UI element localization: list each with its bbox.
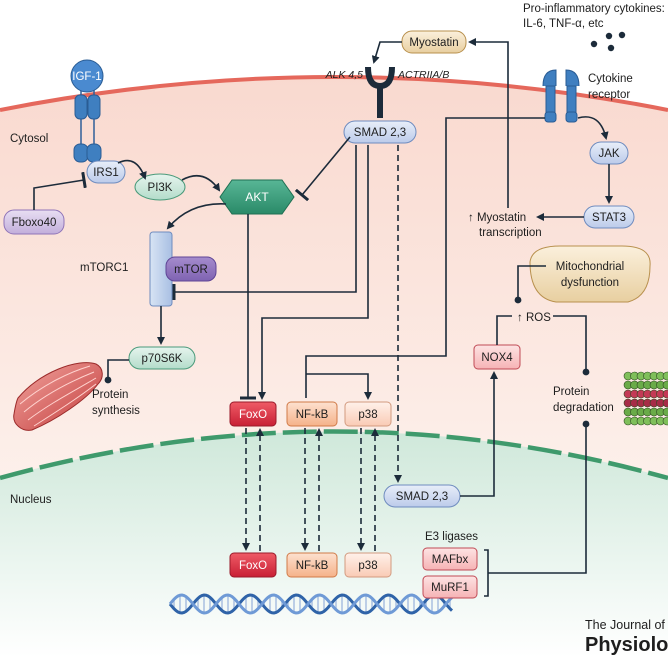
dna-helix	[168, 593, 454, 615]
mtorc1-complex: mTORC1	[80, 231, 173, 307]
pi3k-node: PI3K	[134, 173, 186, 201]
protein-degradation-label: Protein degradation	[553, 386, 614, 414]
nucleus-label: Nucleus	[10, 494, 52, 506]
edge-e3-degradation	[488, 420, 590, 574]
ros-label: ↑ ROS	[517, 312, 551, 324]
fboxo40-label: Fboxo40	[12, 217, 57, 229]
mtorc1-label: mTORC1	[80, 262, 128, 274]
edge-ros-degradation	[553, 315, 590, 376]
smad-cytosol-node: SMAD 2,3	[343, 120, 417, 144]
edge-pi3k-akt	[181, 174, 221, 192]
edge-receptor-jak	[577, 116, 609, 140]
mtor-node: mTOR	[165, 256, 217, 282]
mitochondrial-dysfunction-node: Mitochondrial dysfunction	[529, 245, 651, 303]
nfkb-nucleus-label: NF-kB	[296, 560, 329, 572]
pi3k-label: PI3K	[148, 182, 173, 194]
p38-cytosol-label: p38	[358, 409, 377, 421]
irs1-label: IRS1	[93, 167, 119, 179]
stat3-node: STAT3	[583, 205, 635, 229]
edge-receptor-nfkb-p38	[305, 117, 545, 398]
p70s6k-node: p70S6K	[128, 346, 196, 370]
smad-nucleus-label: SMAD 2,3	[396, 491, 448, 503]
p38-nucleus-label: p38	[358, 560, 377, 572]
nox4-label: NOX4	[481, 352, 513, 364]
mafbx-node: MAFbx	[422, 547, 478, 571]
cytosol-label: Cytosol	[10, 133, 48, 145]
svg-text:↑ Myostatin: ↑ Myostatin	[468, 212, 526, 224]
svg-text:IL-6, TNF-α, etc: IL-6, TNF-α, etc	[523, 18, 604, 30]
nfkb-cytosol-label: NF-kB	[296, 409, 329, 421]
alk-label: ALK 4,5	[325, 69, 364, 81]
nox4-node: NOX4	[473, 344, 521, 370]
edge-smad-akt	[294, 136, 351, 202]
nucleus-region	[0, 431, 668, 657]
svg-text:The Journal of: The Journal of	[585, 618, 665, 632]
myostatin-transcription-label: ↑ Myostatin transcription	[468, 212, 542, 239]
e3-ligases-label: E3 ligases	[425, 531, 478, 543]
nuclear-envelope	[0, 429, 668, 481]
edge-smad-nox4	[460, 371, 498, 497]
svg-text:Physiology: Physiology	[585, 634, 668, 656]
edge-smad-mtorc1	[172, 145, 357, 300]
svg-text:Protein: Protein	[92, 389, 128, 401]
p70s6k-label: p70S6K	[142, 353, 183, 365]
edge-transcription-myostatin	[468, 38, 509, 208]
svg-text:Mitochondrial: Mitochondrial	[556, 261, 624, 273]
cytokine-dots	[590, 31, 626, 52]
foxo-cytosol-node: FoxO	[229, 401, 277, 427]
stat3-label: STAT3	[592, 212, 626, 224]
edge-mito-ros	[514, 265, 546, 304]
proteasome-icon	[623, 371, 668, 426]
nfkb-cytosol-node: NF-kB	[286, 401, 338, 427]
edge-irs1-pi3k	[117, 159, 147, 180]
svg-text:degradation: degradation	[553, 402, 614, 414]
edge-smad-foxo	[258, 145, 369, 400]
svg-text:transcription: transcription	[479, 227, 542, 239]
cytokines-label: Pro-inflammatory cytokines: IL-6, TNF-α,…	[523, 3, 665, 30]
igf1-label: IGF-1	[72, 71, 101, 83]
nfkb-nucleus-node: NF-kB	[286, 552, 338, 578]
jak-node: JAK	[589, 141, 629, 165]
cytokine-receptor	[542, 69, 580, 123]
edge-myostatin-receptor	[371, 41, 402, 64]
svg-text:synthesis: synthesis	[92, 405, 140, 417]
svg-text:receptor: receptor	[588, 89, 630, 101]
akt-label: AKT	[245, 190, 269, 204]
murf1-node: MuRF1	[422, 575, 478, 599]
jak-label: JAK	[598, 148, 619, 160]
irs1-node: IRS1	[86, 160, 126, 184]
p38-cytosol-node: p38	[344, 401, 392, 427]
igf1-ligand: IGF-1	[70, 59, 104, 93]
mafbx-label: MAFbx	[432, 554, 469, 566]
svg-text:Protein: Protein	[553, 386, 589, 398]
myostatin-receptor	[365, 66, 395, 118]
edge-akt-mtorc1	[166, 203, 227, 230]
svg-text:Cytokine: Cytokine	[588, 73, 633, 85]
cytokine-receptor-label: Cytokine receptor	[588, 73, 633, 101]
smad-cytosol-label: SMAD 2,3	[354, 127, 406, 139]
edge-fboxo40-irs1	[33, 171, 87, 210]
actriia-label: ACTRIIA/B	[397, 69, 449, 81]
murf1-label: MuRF1	[431, 582, 469, 594]
pathway-edges	[33, 38, 613, 597]
svg-text:Pro-inflammatory cytokines:: Pro-inflammatory cytokines:	[523, 3, 665, 15]
myostatin-node: Myostatin	[401, 30, 467, 54]
smad-nucleus-node: SMAD 2,3	[383, 484, 461, 508]
edge-nox4-ros	[496, 315, 512, 345]
igf1-receptor	[73, 85, 102, 163]
protein-synthesis-label: Protein synthesis	[92, 389, 140, 417]
foxo-nucleus-label: FoxO	[239, 560, 267, 572]
svg-text:dysfunction: dysfunction	[561, 277, 619, 289]
fboxo40-node: Fboxo40	[3, 209, 65, 235]
foxo-nucleus-node: FoxO	[229, 552, 277, 578]
mtor-label: mTOR	[174, 264, 208, 276]
journal-logo: The Journal of Physiology	[585, 618, 668, 656]
myostatin-label: Myostatin	[409, 37, 458, 49]
muscle-fiber-illustration	[13, 362, 103, 431]
edge-p70s6k-synthesis	[104, 359, 129, 384]
foxo-cytosol-label: FoxO	[239, 409, 267, 421]
akt-node: AKT	[219, 179, 295, 215]
p38-nucleus-node: p38	[344, 552, 392, 578]
